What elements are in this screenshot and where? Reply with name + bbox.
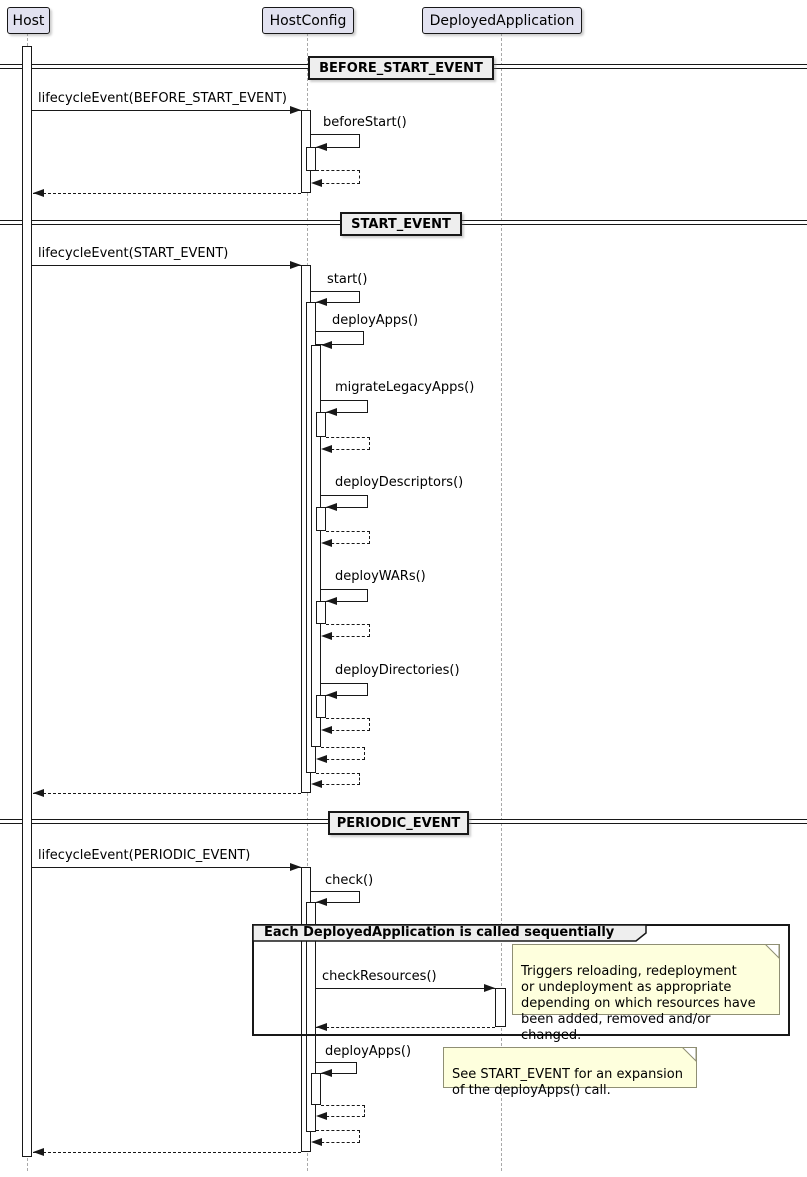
activation-hostconfig-before-2 xyxy=(306,147,316,171)
divider-periodic-event-label: PERIODIC_EVENT xyxy=(336,815,461,831)
participant-deployedapplication-label: DeployedApplication xyxy=(429,12,575,29)
selfreturn-deploy-descriptors xyxy=(326,531,370,544)
selfreturn-start xyxy=(316,773,360,785)
arrowhead-right-icon xyxy=(484,984,495,992)
activation-deploy-directories xyxy=(316,695,326,718)
message-before-start-label: beforeStart() xyxy=(323,115,407,130)
selfcall-deploy-apps xyxy=(316,331,364,345)
selfreturn-deploy-wars xyxy=(326,624,370,637)
arrowhead-left-icon xyxy=(316,1023,327,1031)
arrowhead-left-icon xyxy=(321,726,332,734)
divider-before-start-event-label: BEFORE_START_EVENT xyxy=(319,60,483,76)
return-lifecycle-periodic-line xyxy=(33,1152,301,1153)
arrowhead-left-icon xyxy=(321,632,332,640)
arrowhead-left-icon xyxy=(326,503,337,511)
arrowhead-left-icon xyxy=(33,189,44,197)
message-deploy-directories-label: deployDirectories() xyxy=(335,663,460,678)
selfcall-deploy-wars xyxy=(321,589,368,602)
divider-periodic-event: PERIODIC_EVENT xyxy=(328,811,469,835)
arrowhead-left-icon xyxy=(326,597,337,605)
message-lifecycle-periodic-label: lifecycleEvent(PERIODIC_EVENT) xyxy=(38,848,251,863)
selfcall-check xyxy=(311,891,360,903)
activation-deploy-descriptors xyxy=(316,507,326,531)
note-fold-icon xyxy=(765,944,780,959)
selfcall-deploy-apps-periodic xyxy=(316,1062,357,1074)
return-check-resources-line xyxy=(316,1027,495,1028)
return-lifecycle-before-start-line xyxy=(33,193,301,194)
arrowhead-left-icon xyxy=(321,539,332,547)
message-lifecycle-periodic-line xyxy=(32,867,301,868)
activation-hostconfig-start-3 xyxy=(311,345,321,747)
message-migrate-legacy-apps-label: migrateLegacyApps() xyxy=(335,380,475,395)
participant-host: Host xyxy=(7,7,50,34)
group-frame-title: Each DeployedApplication is called seque… xyxy=(264,925,615,940)
selfcall-before-start xyxy=(311,134,360,148)
message-check-resources-label: checkResources() xyxy=(322,969,437,984)
arrowhead-left-icon xyxy=(316,755,327,763)
message-check-resources-line xyxy=(316,988,495,989)
message-start-label: start() xyxy=(327,272,368,287)
divider-start-event: START_EVENT xyxy=(340,212,462,236)
message-lifecycle-before-start-line xyxy=(32,110,301,111)
arrowhead-left-icon xyxy=(321,445,332,453)
selfreturn-deploy-directories xyxy=(326,718,370,731)
arrowhead-right-icon xyxy=(290,106,301,114)
note-fold-icon xyxy=(682,1047,697,1062)
arrowhead-left-icon xyxy=(311,179,322,187)
divider-start-event-label: START_EVENT xyxy=(351,216,451,232)
selfreturn-migrate-legacy-apps xyxy=(326,437,370,450)
participant-hostconfig-label: HostConfig xyxy=(269,12,347,29)
arrowhead-left-icon xyxy=(33,789,44,797)
arrowhead-left-icon xyxy=(316,298,327,306)
activation-migrate-legacy-apps xyxy=(316,412,326,437)
arrowhead-left-icon xyxy=(33,1148,44,1156)
arrowhead-right-icon xyxy=(290,261,301,269)
selfcall-start xyxy=(311,291,360,303)
selfreturn-before-start xyxy=(316,170,360,184)
return-lifecycle-start-line xyxy=(33,793,301,794)
message-lifecycle-start-label: lifecycleEvent(START_EVENT) xyxy=(38,246,229,261)
divider-before-start-event: BEFORE_START_EVENT xyxy=(308,56,494,80)
message-deploy-descriptors-label: deployDescriptors() xyxy=(335,475,464,490)
note-deploy-apps-text: See START_EVENT for an expansion of the … xyxy=(452,1067,683,1098)
activation-deployedapplication xyxy=(495,988,506,1027)
selfreturn-check xyxy=(316,1130,360,1143)
note-check-resources-text: Triggers reloading, redeployment or unde… xyxy=(521,964,756,1043)
activation-host xyxy=(22,46,32,1157)
message-lifecycle-start-line xyxy=(32,265,301,266)
activation-deploy-wars xyxy=(316,601,326,624)
lifeline-deployedapplication xyxy=(501,33,502,1171)
arrowhead-left-icon xyxy=(316,1112,327,1120)
arrowhead-left-icon xyxy=(311,1138,322,1146)
message-deploy-wars-label: deployWARs() xyxy=(335,569,426,584)
selfreturn-deploy-apps-periodic xyxy=(321,1105,365,1117)
selfreturn-deploy-apps xyxy=(321,747,365,760)
note-deploy-apps: See START_EVENT for an expansion of the … xyxy=(443,1047,697,1098)
arrowhead-left-icon xyxy=(326,408,337,416)
message-lifecycle-before-start-label: lifecycleEvent(BEFORE_START_EVENT) xyxy=(38,91,287,106)
participant-deployedapplication: DeployedApplication xyxy=(422,7,582,34)
message-check-label: check() xyxy=(325,873,374,888)
selfcall-deploy-directories xyxy=(321,683,368,696)
arrowhead-left-icon xyxy=(311,780,322,788)
participant-host-label: Host xyxy=(12,12,45,29)
arrowhead-left-icon xyxy=(316,898,327,906)
arrowhead-left-icon xyxy=(326,691,337,699)
arrowhead-left-icon xyxy=(316,143,327,151)
selfcall-migrate-legacy-apps xyxy=(321,400,368,413)
message-deploy-apps-label: deployApps() xyxy=(332,313,419,328)
group-header-shape xyxy=(252,924,647,942)
arrowhead-left-icon xyxy=(321,1069,332,1077)
participant-hostconfig: HostConfig xyxy=(262,7,354,34)
activation-hostconfig-periodic-3 xyxy=(311,1073,321,1105)
note-check-resources: Triggers reloading, redeployment or unde… xyxy=(512,944,780,1043)
arrowhead-right-icon xyxy=(290,863,301,871)
message-deploy-apps-periodic-label: deployApps() xyxy=(325,1044,412,1059)
selfcall-deploy-descriptors xyxy=(321,495,368,508)
arrowhead-left-icon xyxy=(321,341,332,349)
